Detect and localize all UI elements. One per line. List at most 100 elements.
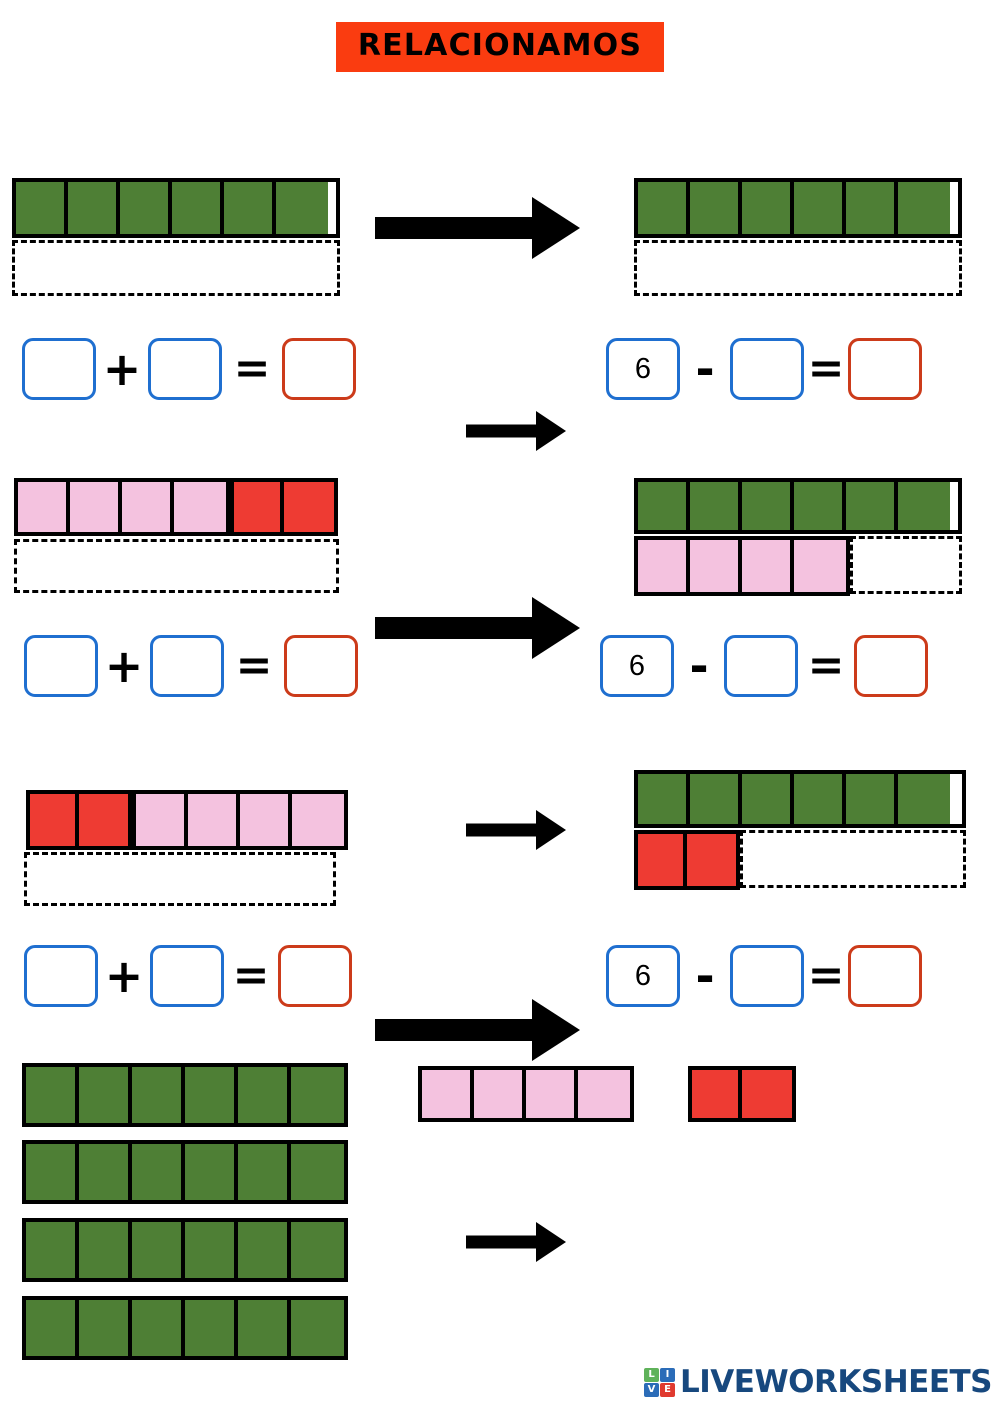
bar-segment: [291, 1144, 344, 1200]
bar-segment: [794, 774, 846, 824]
row-3-right-drop-zone[interactable]: [634, 830, 966, 890]
plus-operator: +: [102, 342, 142, 396]
bar-segment: [132, 1222, 185, 1278]
bar-segment: [122, 482, 174, 532]
bar-segment: [846, 774, 898, 824]
bar-segment: [238, 1067, 291, 1123]
row-3-addend-b-input[interactable]: [150, 945, 224, 1007]
bar-segment: [638, 834, 687, 886]
bar-segment: [185, 1222, 238, 1278]
bar-segment: [68, 182, 120, 234]
row-1-subtraction-equation: 6 - =: [606, 338, 922, 400]
equals-operator: =: [807, 640, 845, 691]
row-3-difference-input[interactable]: [848, 945, 922, 1007]
bar-segment: [16, 182, 68, 234]
bar-segment: [422, 1070, 474, 1118]
bar-segment: [474, 1070, 526, 1118]
bar-segment: [26, 1144, 79, 1200]
bar-segment: [794, 540, 846, 592]
bank-green-bar-1[interactable]: [22, 1063, 348, 1127]
row-1-right-drop-zone[interactable]: [634, 240, 962, 296]
bar-segment: [240, 794, 292, 846]
row-1-minuend-value: 6: [606, 338, 680, 400]
row-1-sum-input[interactable]: [282, 338, 356, 400]
bar-segment: [238, 1222, 291, 1278]
bank-green-bar-4[interactable]: [22, 1296, 348, 1360]
row-2-right-model: [634, 478, 962, 596]
bar-segment: [692, 1070, 742, 1118]
row-2-addend-a-input[interactable]: [24, 635, 98, 697]
logo-tile-i: I: [660, 1367, 675, 1382]
row-2-sum-input[interactable]: [284, 635, 358, 697]
row-3-addition-equation: + =: [24, 945, 352, 1007]
row-1-addend-a-input[interactable]: [22, 338, 96, 400]
logo-tiles: L I V E: [644, 1367, 675, 1397]
row-3-right-empty-slot[interactable]: [740, 830, 966, 888]
row-2-left-model: [14, 478, 339, 593]
bar-segment: [185, 1300, 238, 1356]
row-1-difference-input[interactable]: [848, 338, 922, 400]
bank-green-bar-3[interactable]: [22, 1218, 348, 1282]
row-1-equation-arrow-icon: [466, 411, 566, 451]
liveworksheets-logo[interactable]: L I V E LIVEWORKSHEETS: [644, 1364, 993, 1400]
bar-segment: [276, 182, 328, 234]
row-3-left-drop-zone[interactable]: [24, 852, 336, 906]
row-2-arrow-icon: [375, 597, 580, 659]
equals-operator: =: [807, 950, 845, 1001]
row-2-left-pink-group: [14, 478, 230, 536]
row-2-subtraction-equation: 6 - =: [600, 635, 928, 697]
bar-segment: [188, 794, 240, 846]
row-2-addition-equation: + =: [24, 635, 358, 697]
row-3-left-pink-group: [132, 790, 348, 850]
row-2-subtrahend-input[interactable]: [724, 635, 798, 697]
bank-green-bar-2[interactable]: [22, 1140, 348, 1204]
bar-segment: [638, 540, 690, 592]
bar-segment: [526, 1070, 578, 1118]
bar-segment: [18, 482, 70, 532]
bar-segment: [70, 482, 122, 532]
equals-operator: =: [233, 343, 271, 394]
bank-pink-bar[interactable]: [418, 1066, 634, 1122]
bar-segment: [132, 1300, 185, 1356]
minus-operator: -: [695, 342, 715, 396]
bar-segment: [291, 1222, 344, 1278]
bar-segment: [898, 774, 950, 824]
bar-segment: [742, 540, 794, 592]
bar-segment: [224, 182, 276, 234]
minus-operator: -: [695, 949, 715, 1003]
row-1-left-drop-zone[interactable]: [12, 240, 340, 296]
logo-tile-l: L: [644, 1367, 659, 1382]
row-1-addend-b-input[interactable]: [148, 338, 222, 400]
bar-segment: [79, 1222, 132, 1278]
bar-segment: [79, 794, 128, 846]
bar-segment: [132, 1067, 185, 1123]
row-1-right-model: [634, 178, 962, 296]
bar-segment: [26, 1067, 79, 1123]
row-2-difference-input[interactable]: [854, 635, 928, 697]
bar-segment: [898, 482, 950, 530]
bar-segment: [687, 834, 736, 886]
row-1-addition-equation: + =: [22, 338, 356, 400]
row-1-subtrahend-input[interactable]: [730, 338, 804, 400]
bar-segment: [794, 182, 846, 234]
bar-segment: [794, 482, 846, 530]
row-2-right-top-bar: [634, 478, 962, 534]
row-3-subtrahend-input[interactable]: [730, 945, 804, 1007]
bar-segment: [690, 482, 742, 530]
row-2-addend-b-input[interactable]: [150, 635, 224, 697]
equals-operator: =: [807, 343, 845, 394]
row-2-left-top-bar: [14, 478, 339, 536]
row-2-left-drop-zone[interactable]: [14, 539, 339, 593]
page-header: RELACIONAMOS: [0, 22, 1000, 72]
row-2-right-drop-zone[interactable]: [634, 536, 962, 596]
plus-operator: +: [104, 949, 144, 1003]
row-2-right-empty-slot[interactable]: [850, 536, 962, 594]
bar-segment: [291, 1067, 344, 1123]
row-3-left-red-group: [26, 790, 132, 850]
bar-segment: [284, 482, 334, 532]
row-3-addend-a-input[interactable]: [24, 945, 98, 1007]
bank-red-bar[interactable]: [688, 1066, 796, 1122]
bar-segment: [690, 540, 742, 592]
logo-tile-e: E: [660, 1382, 675, 1397]
row-3-sum-input[interactable]: [278, 945, 352, 1007]
